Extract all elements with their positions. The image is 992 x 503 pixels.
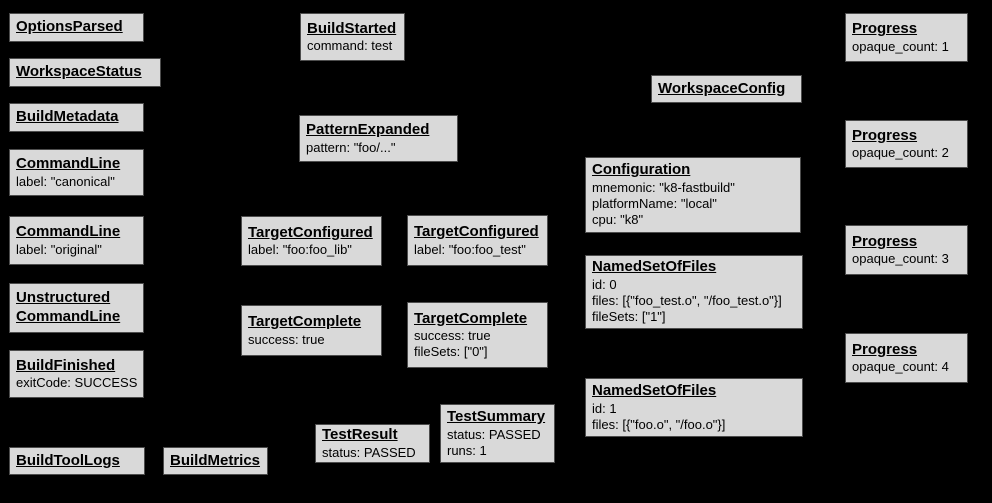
node-attribute: exitCode: SUCCESS — [16, 375, 138, 391]
node-target-complete-foo-test: TargetComplete success: true fileSets: [… — [407, 302, 548, 368]
node-named-set-of-files-0: NamedSetOfFiles id: 0 files: [{"foo_test… — [585, 255, 803, 329]
node-title: Progress — [852, 20, 918, 38]
node-title: BuildMetrics — [170, 451, 261, 469]
node-attribute: label: "foo:foo_test" — [414, 241, 526, 257]
node-progress-3: Progress opaque_count: 3 — [845, 225, 968, 275]
node-title: BuildMetadata — [16, 108, 119, 126]
node-attribute: label: "original" — [16, 241, 102, 257]
node-target-configured-foo-lib: TargetConfigured label: "foo:foo_lib" — [241, 216, 382, 266]
node-title: Configuration — [592, 161, 691, 179]
node-title: TargetComplete — [414, 309, 528, 327]
node-attribute: id: 1 — [592, 400, 617, 416]
node-title: Unstructured — [16, 289, 111, 307]
node-build-metrics: BuildMetrics — [163, 447, 268, 475]
node-title: TargetConfigured — [414, 223, 539, 241]
node-attribute: success: true — [248, 331, 325, 347]
node-title: TestSummary — [447, 408, 546, 426]
node-title: BuildStarted — [307, 19, 397, 37]
node-title: WorkspaceStatus — [16, 63, 142, 81]
node-attribute: cpu: "k8" — [592, 212, 644, 228]
node-target-configured-foo-test: TargetConfigured label: "foo:foo_test" — [407, 215, 548, 266]
node-pattern-expanded: PatternExpanded pattern: "foo/..." — [299, 115, 458, 162]
node-title: Progress — [852, 232, 918, 250]
node-attribute: opaque_count: 4 — [852, 359, 949, 375]
node-unstructured-command-line: Unstructured CommandLine — [9, 283, 144, 333]
node-attribute: opaque_count: 2 — [852, 145, 949, 161]
node-attribute: label: "foo:foo_lib" — [248, 242, 352, 258]
node-build-tool-logs: BuildToolLogs — [9, 447, 145, 475]
node-title: TestResult — [322, 426, 398, 444]
node-attribute: mnemonic: "k8-fastbuild" — [592, 180, 735, 196]
node-title: CommandLine — [16, 308, 121, 325]
node-progress-2: Progress opaque_count: 2 — [845, 120, 968, 168]
node-attribute: status: PASSED — [322, 444, 416, 460]
node-test-summary: TestSummary status: PASSED runs: 1 — [440, 404, 555, 463]
node-command-line-original: CommandLine label: "original" — [9, 216, 144, 265]
node-attribute: success: true — [414, 328, 491, 344]
node-attribute: files: [{"foo_test.o", "/foo_test.o"}] — [592, 293, 782, 309]
node-progress-4: Progress opaque_count: 4 — [845, 333, 968, 383]
node-title: OptionsParsed — [16, 18, 123, 36]
node-attribute: opaque_count: 3 — [852, 251, 949, 267]
node-attribute: id: 0 — [592, 277, 617, 293]
node-title: Progress — [852, 126, 918, 144]
node-attribute: command: test — [307, 38, 393, 54]
node-build-started: BuildStarted command: test — [300, 13, 405, 61]
node-attribute: status: PASSED — [447, 426, 541, 442]
node-attribute: runs: 1 — [447, 442, 487, 458]
node-title: TargetComplete — [248, 313, 362, 331]
node-progress-1: Progress opaque_count: 1 — [845, 13, 968, 62]
node-workspace-config: WorkspaceConfig — [651, 75, 802, 103]
node-title: TargetConfigured — [248, 223, 373, 241]
node-attribute: opaque_count: 1 — [852, 38, 949, 54]
node-title: BuildFinished — [16, 356, 116, 374]
node-attribute: fileSets: ["0"] — [414, 344, 488, 360]
node-title: Progress — [852, 340, 918, 358]
node-title: WorkspaceConfig — [658, 79, 786, 97]
node-attribute: files: [{"foo.o", "/foo.o"}] — [592, 416, 726, 432]
node-target-complete-foo-lib: TargetComplete success: true — [241, 305, 382, 356]
node-title: NamedSetOfFiles — [592, 258, 717, 276]
node-named-set-of-files-1: NamedSetOfFiles id: 1 files: [{"foo.o", … — [585, 378, 803, 437]
node-title: BuildToolLogs — [16, 451, 120, 469]
node-attribute: pattern: "foo/..." — [306, 139, 396, 155]
node-options-parsed: OptionsParsed — [9, 13, 144, 42]
node-title: CommandLine — [16, 155, 121, 173]
node-test-result: TestResult status: PASSED — [315, 424, 430, 463]
node-build-metadata: BuildMetadata — [9, 103, 144, 132]
node-title: NamedSetOfFiles — [592, 382, 717, 400]
node-command-line-canonical: CommandLine label: "canonical" — [9, 149, 144, 196]
node-attribute: fileSets: ["1"] — [592, 309, 666, 325]
node-title: PatternExpanded — [306, 121, 430, 139]
node-configuration: Configuration mnemonic: "k8-fastbuild" p… — [585, 157, 801, 233]
node-title: CommandLine — [16, 223, 121, 241]
node-attribute: platformName: "local" — [592, 196, 717, 212]
node-workspace-status: WorkspaceStatus — [9, 58, 161, 87]
node-attribute: label: "canonical" — [16, 173, 115, 189]
node-build-finished: BuildFinished exitCode: SUCCESS — [9, 350, 144, 398]
